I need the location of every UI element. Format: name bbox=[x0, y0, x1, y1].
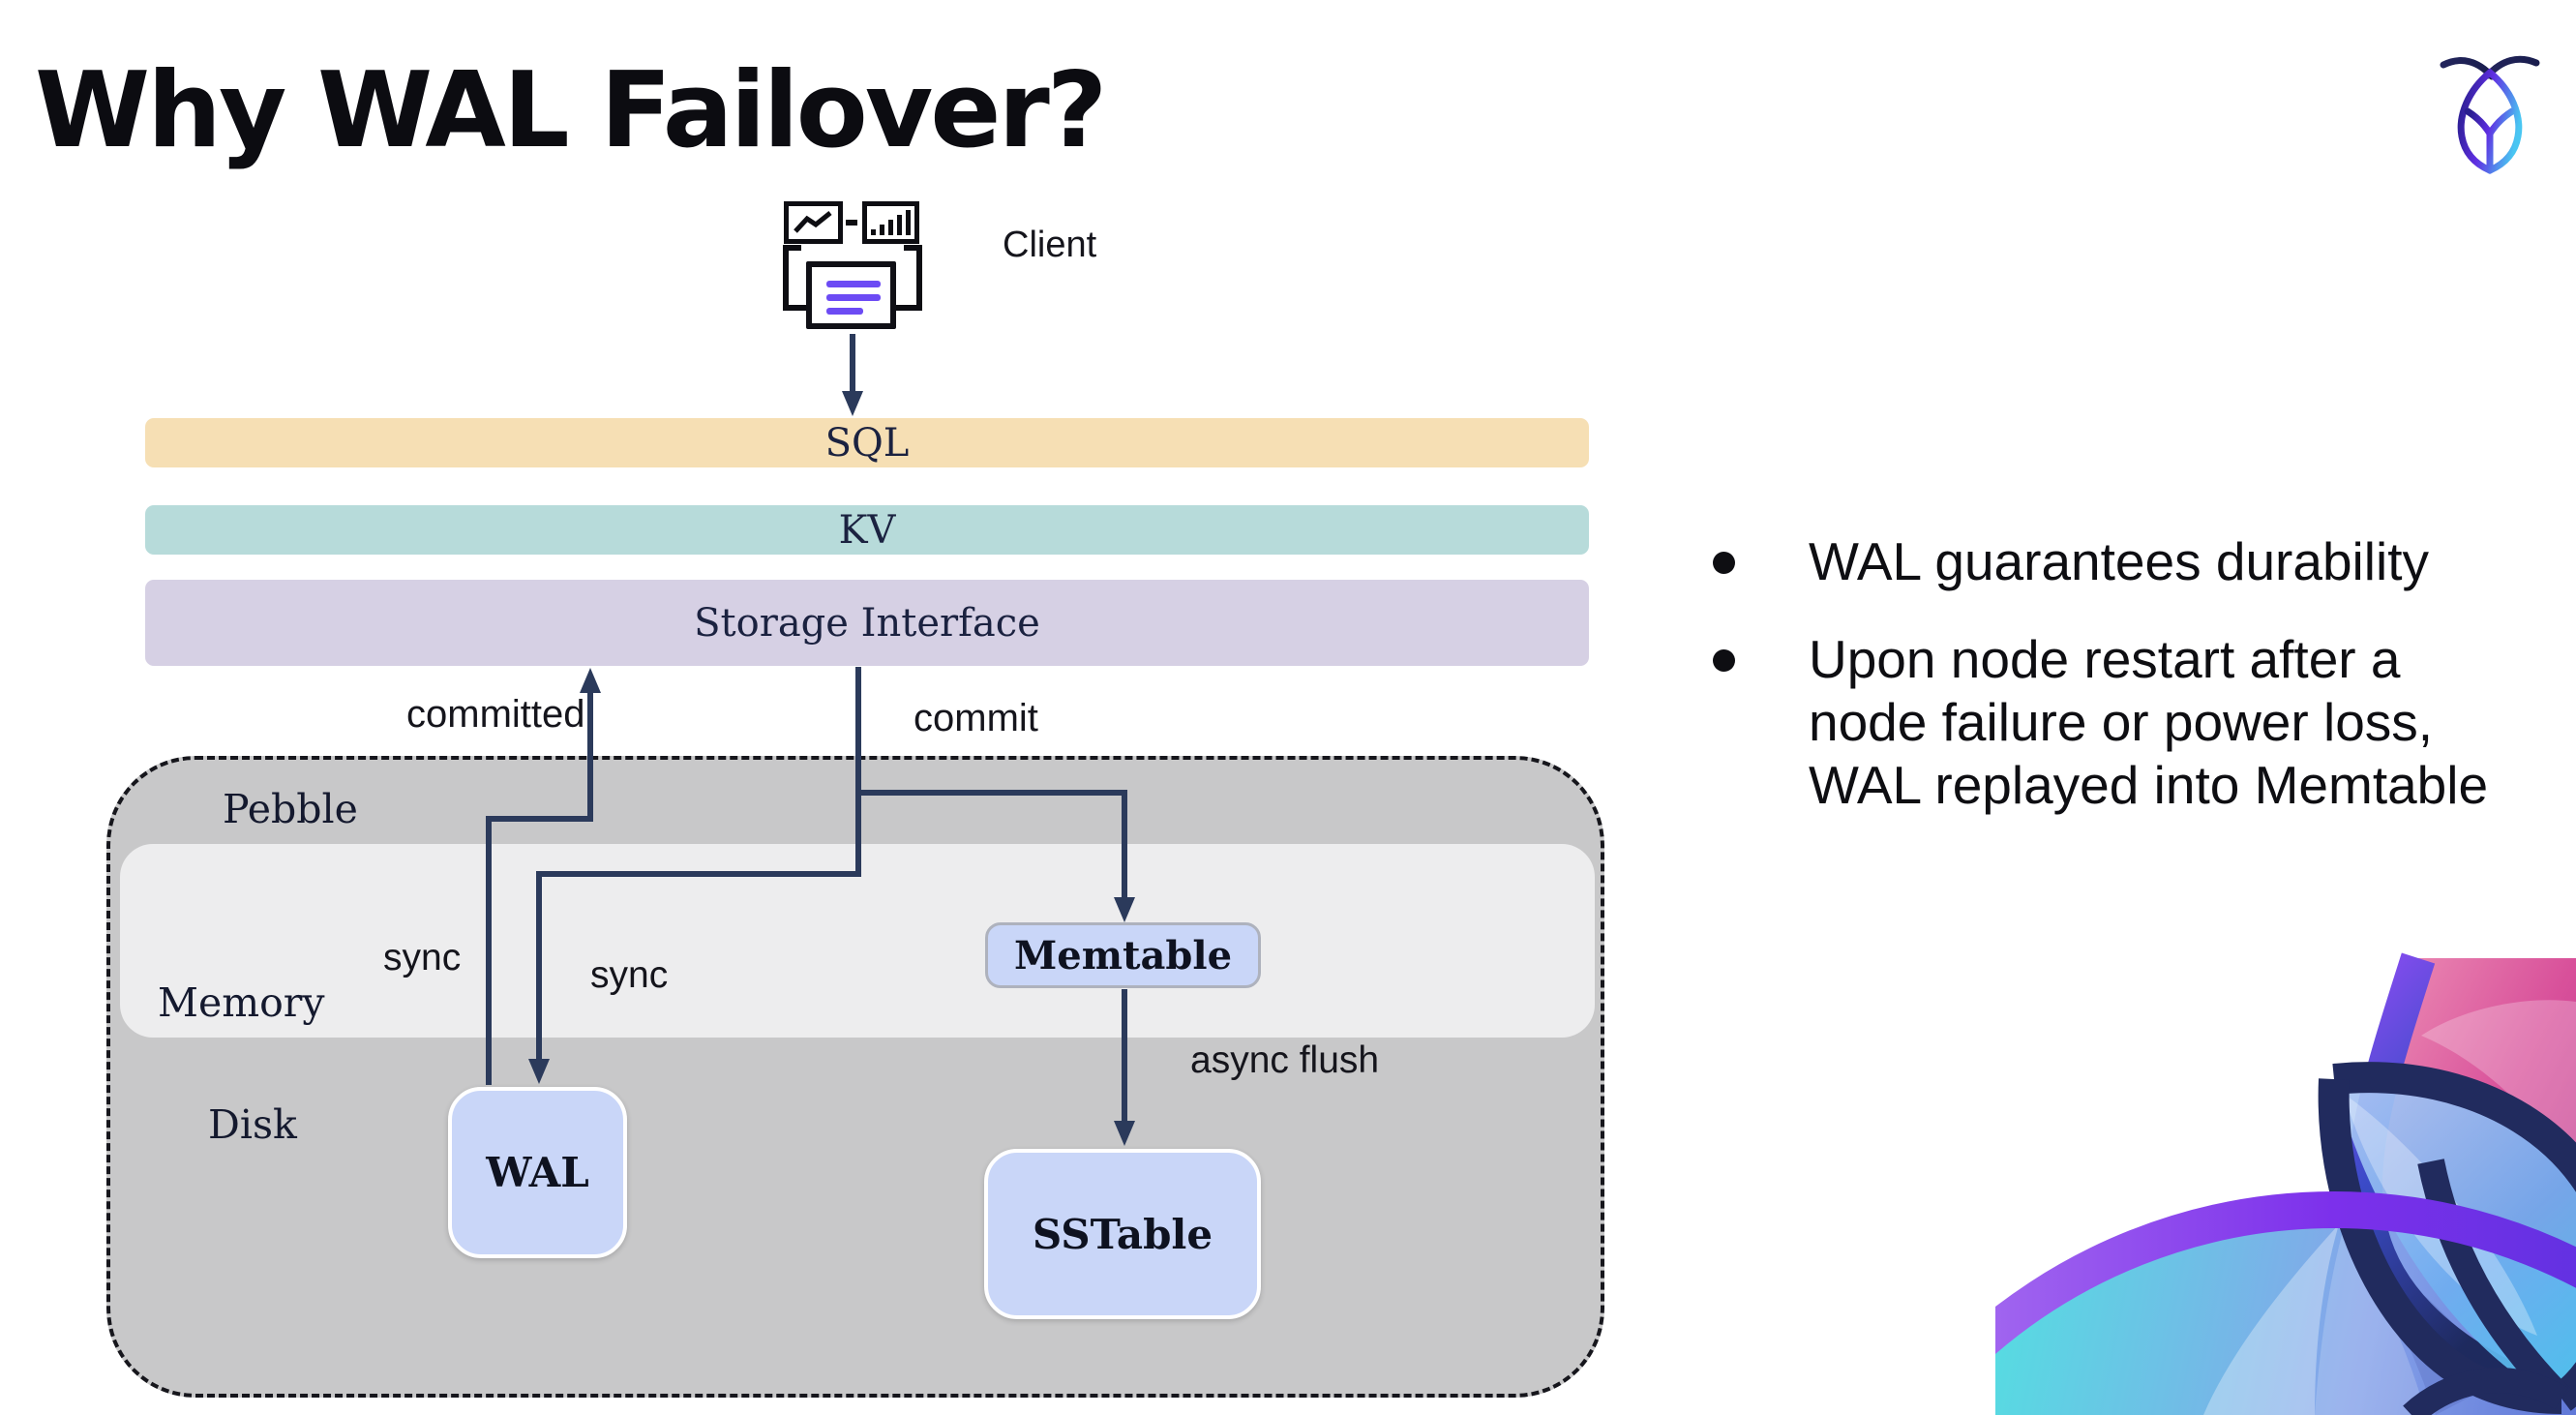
memtable-label: Memtable bbox=[1013, 932, 1233, 978]
icon-dash bbox=[846, 220, 857, 226]
edge-sync-to-wal bbox=[536, 793, 861, 1072]
bullet-text: WAL guarantees durability bbox=[1809, 531, 2429, 591]
layer-label-sql: SQL bbox=[824, 420, 910, 466]
wal-box: WAL bbox=[448, 1087, 627, 1258]
cockroachdb-logo-icon bbox=[2440, 55, 2540, 174]
edge-label-sync-right: sync bbox=[590, 954, 669, 996]
arrowhead-sstable bbox=[1114, 1121, 1135, 1146]
edge-label-commit: commit bbox=[914, 697, 1038, 739]
layer-label-storage-interface: Storage Interface bbox=[694, 600, 1040, 646]
sstable-box: SSTable bbox=[984, 1149, 1261, 1319]
client-chart-monitor-icon bbox=[784, 201, 843, 244]
arrowhead-committed bbox=[580, 668, 601, 693]
bullet-icon bbox=[1713, 552, 1735, 574]
page-title: Why WAL Failover? bbox=[35, 50, 1107, 171]
layer-bar-kv: KV bbox=[145, 505, 1589, 555]
layer-bar-sql: SQL bbox=[145, 418, 1589, 467]
client-barchart-monitor-icon bbox=[862, 201, 919, 244]
pebble-label: Pebble bbox=[223, 786, 358, 832]
client-bracket-icon bbox=[783, 245, 922, 311]
edge-label-committed: committed bbox=[406, 693, 585, 736]
memory-label: Memory bbox=[158, 979, 325, 1026]
bullet-list: WAL guarantees durability Upon node rest… bbox=[1713, 530, 2564, 852]
wal-label: WAL bbox=[486, 1149, 589, 1196]
arrowhead-memtable bbox=[1114, 897, 1135, 922]
layer-label-kv: KV bbox=[838, 507, 896, 553]
edge-label-async-flush: async flush bbox=[1190, 1039, 1380, 1081]
brand-art bbox=[1995, 952, 2576, 1415]
bullet-icon bbox=[1713, 649, 1735, 672]
arrowhead-sql bbox=[842, 391, 863, 416]
memtable-box: Memtable bbox=[985, 922, 1261, 988]
edge-commit-to-memtable bbox=[855, 667, 1127, 911]
client-label: Client bbox=[1003, 225, 1097, 265]
sstable-label: SSTable bbox=[1032, 1210, 1213, 1258]
list-item: Upon node restart after a node failure o… bbox=[1713, 628, 2564, 817]
edge-label-sync-left: sync bbox=[383, 937, 462, 978]
edge-wal-committed bbox=[486, 681, 593, 1085]
list-item: WAL guarantees durability bbox=[1713, 530, 2564, 593]
arrowhead-wal bbox=[528, 1059, 550, 1084]
layer-bar-storage-interface: Storage Interface bbox=[145, 580, 1589, 666]
client-document-icon bbox=[806, 261, 896, 329]
bullet-text: Upon node restart after a node failure o… bbox=[1809, 629, 2489, 815]
disk-label: Disk bbox=[208, 1101, 297, 1148]
